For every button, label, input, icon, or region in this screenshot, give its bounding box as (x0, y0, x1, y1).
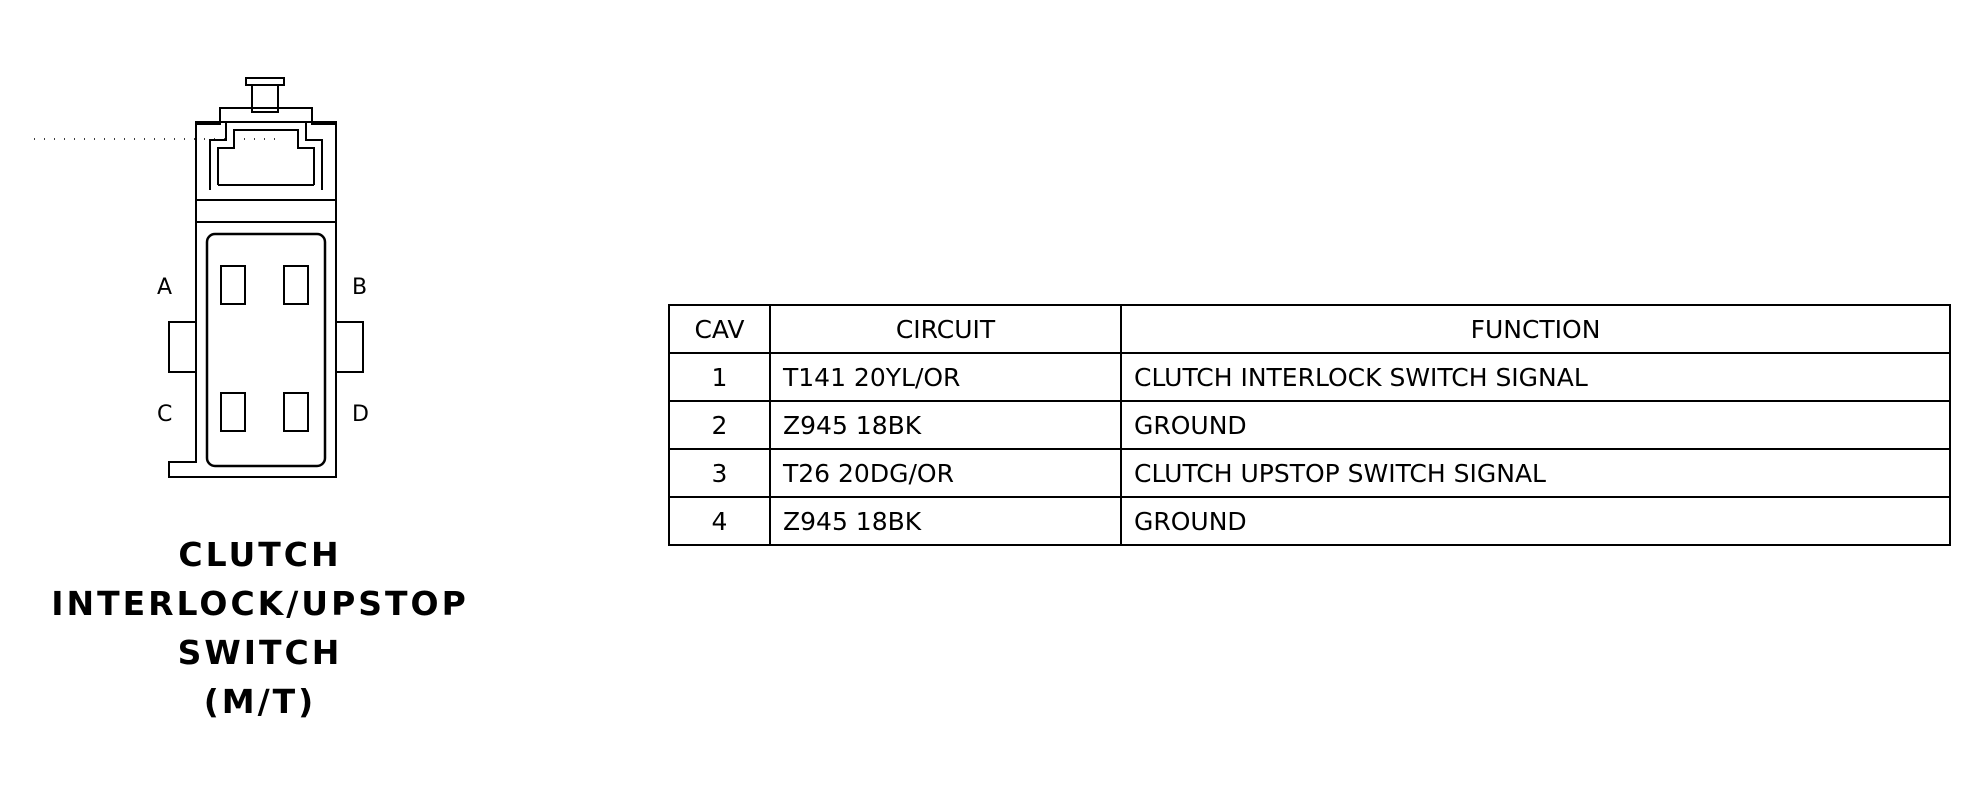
pin-label-b: B (352, 275, 367, 300)
table-row: 1 T141 20YL/OR CLUTCH INTERLOCK SWITCH S… (668, 352, 1951, 402)
header-cav: CAV (668, 304, 771, 354)
connector-lock-tab-left (168, 321, 197, 373)
pin-label-d: D (352, 402, 369, 427)
pin-label-a: A (157, 275, 172, 300)
connector-title-line: CLUTCH (178, 535, 342, 574)
switch-head-window (217, 129, 315, 185)
cell-function: GROUND (1120, 400, 1951, 450)
cell-function: GROUND (1120, 496, 1951, 546)
cell-circuit: T26 20DG/OR (769, 448, 1122, 498)
terminal-cavity-c (220, 392, 246, 432)
connector-title-line: INTERLOCK/UPSTOP (51, 584, 469, 623)
connector-drawing: A B C D (34, 77, 369, 478)
header-circuit: CIRCUIT (769, 304, 1122, 354)
switch-head-outer (195, 107, 337, 128)
cell-cav: 1 (668, 352, 771, 402)
table-row: 4 Z945 18BK GROUND (668, 496, 1951, 546)
connector-lock-tab-right (335, 321, 364, 373)
switch-head-inner (209, 121, 323, 190)
cell-cav: 4 (668, 496, 771, 546)
pin-label-c: C (157, 402, 172, 427)
table-row: 3 T26 20DG/OR CLUTCH UPSTOP SWITCH SIGNA… (668, 448, 1951, 498)
header-function: FUNCTION (1120, 304, 1951, 354)
pinout-table: CAV CIRCUIT FUNCTION 1 T141 20YL/OR CLUT… (668, 304, 1951, 546)
switch-plunger (245, 77, 285, 86)
cell-cav: 3 (668, 448, 771, 498)
cell-function: CLUTCH UPSTOP SWITCH SIGNAL (1120, 448, 1951, 498)
cell-function: CLUTCH INTERLOCK SWITCH SIGNAL (1120, 352, 1951, 402)
terminal-cavity-a (220, 265, 246, 305)
connector-cavity-frame (205, 232, 327, 468)
table-header-row: CAV CIRCUIT FUNCTION (668, 304, 1951, 354)
table-row: 2 Z945 18BK GROUND (668, 400, 1951, 450)
cell-circuit: Z945 18BK (769, 400, 1122, 450)
terminal-cavity-b (283, 265, 309, 305)
terminal-cavity-d (283, 392, 309, 432)
cell-circuit: T141 20YL/OR (769, 352, 1122, 402)
connector-title-line: SWITCH (177, 633, 343, 672)
connector-body (168, 221, 337, 478)
cell-circuit: Z945 18BK (769, 496, 1122, 546)
connector-title-line: (M/T) (203, 682, 317, 721)
switch-plunger-stem (251, 84, 279, 113)
connector-title: CLUTCH INTERLOCK/UPSTOP SWITCH (M/T) (40, 530, 480, 726)
cell-cav: 2 (668, 400, 771, 450)
